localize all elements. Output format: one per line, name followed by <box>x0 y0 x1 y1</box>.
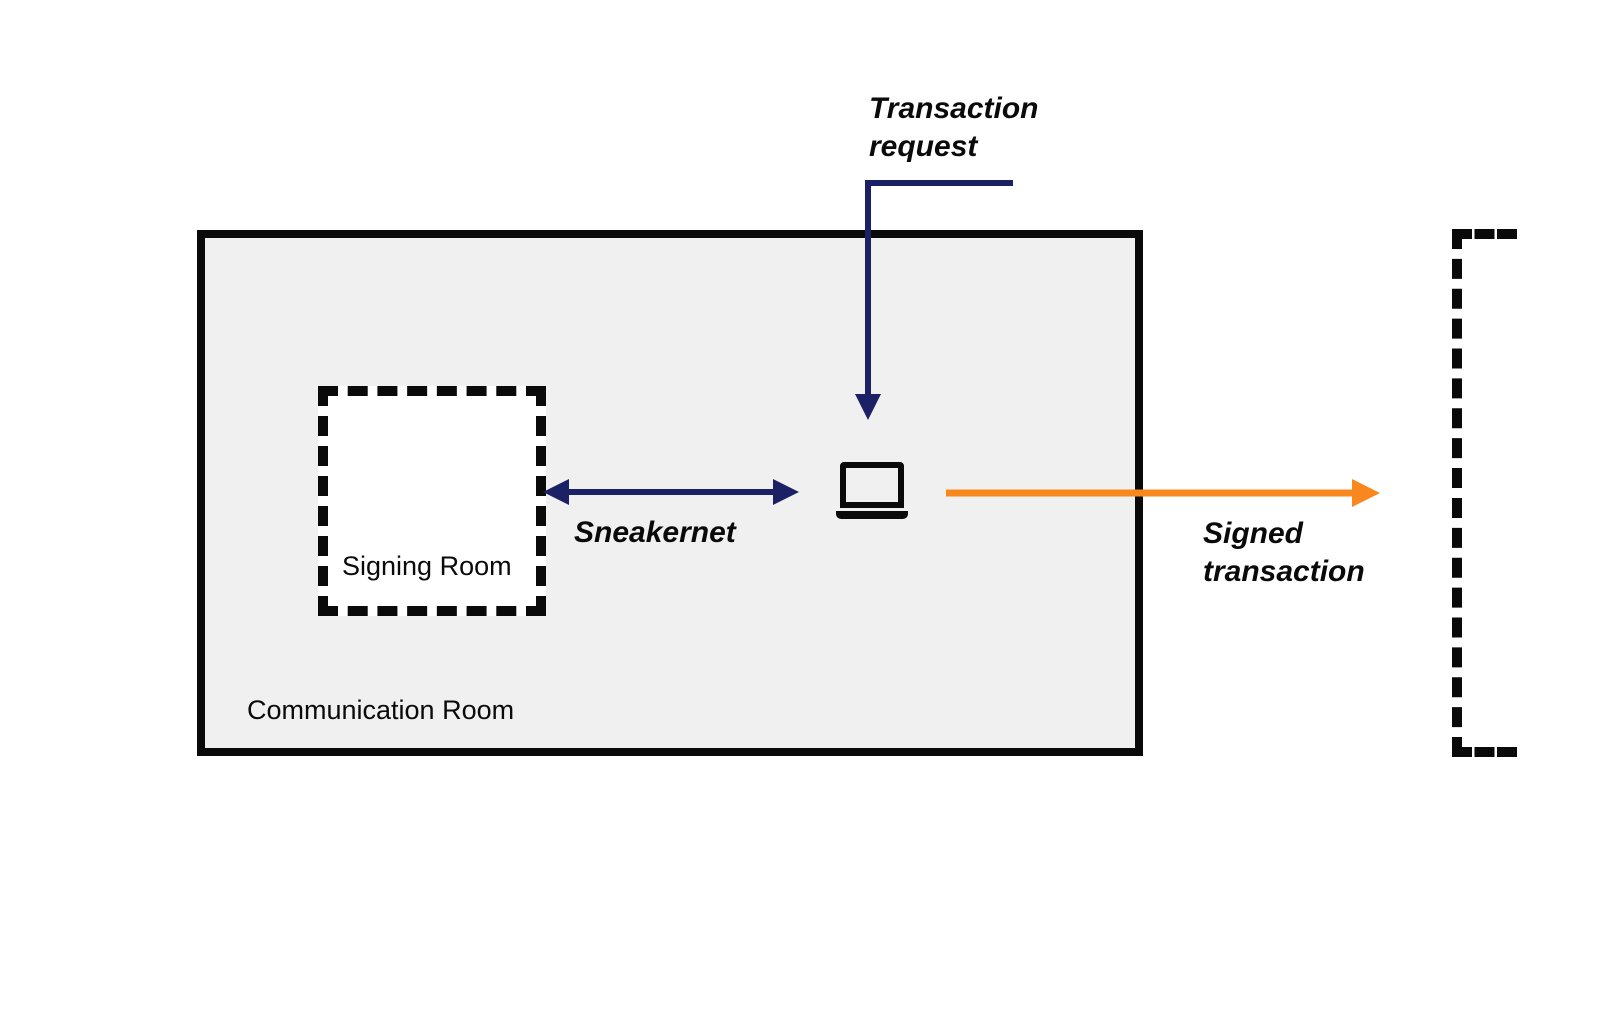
signed-transaction-arrowhead <box>1352 479 1380 507</box>
laptop-icon <box>836 462 908 519</box>
laptop-screen <box>840 462 904 508</box>
transaction-request-label: Transaction request <box>869 92 1039 163</box>
signed-transaction-label: Signed transaction <box>1203 517 1365 588</box>
laptop-base <box>836 511 908 519</box>
signing-room-label: Signing Room <box>342 551 512 581</box>
communication-room-label: Communication Room <box>247 695 515 725</box>
sneakernet-label: Sneakernet <box>574 516 736 549</box>
signing-room-box: Signing Room <box>318 386 546 616</box>
offsite-dashed-room-edge <box>1452 229 1517 757</box>
communication-room-box: Signing Room Communication Room <box>197 230 1143 756</box>
